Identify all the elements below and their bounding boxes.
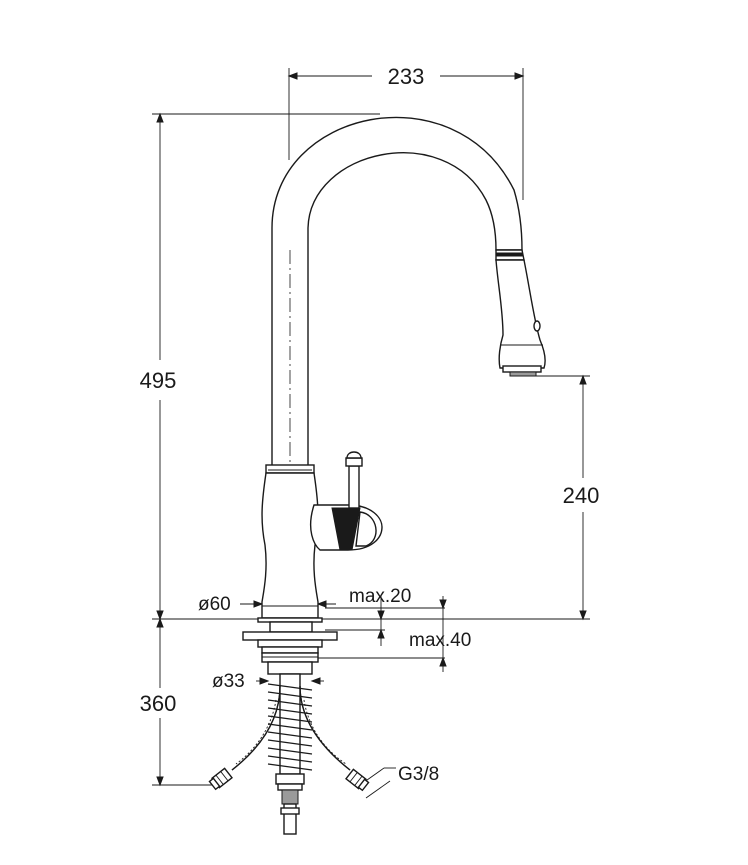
label-total-height: 495	[140, 368, 177, 393]
dimension-labels: 233 495 240 360 ø60 max.20 max.40 ø33 G3…	[140, 64, 600, 785]
label-connection-thread: G3/8	[398, 764, 439, 785]
dimension-lines	[152, 68, 590, 799]
faucet-outline	[208, 116, 546, 835]
label-outlet-height: 240	[563, 483, 600, 508]
label-body-diameter: ø60	[198, 594, 231, 615]
label-deck-max: max.20	[349, 586, 411, 607]
thread-pattern	[267, 683, 313, 771]
label-spout-reach: 233	[388, 64, 425, 89]
label-counter-max: max.40	[409, 630, 471, 651]
label-shank-diameter: ø33	[212, 671, 245, 692]
label-below-deck: 360	[140, 691, 177, 716]
